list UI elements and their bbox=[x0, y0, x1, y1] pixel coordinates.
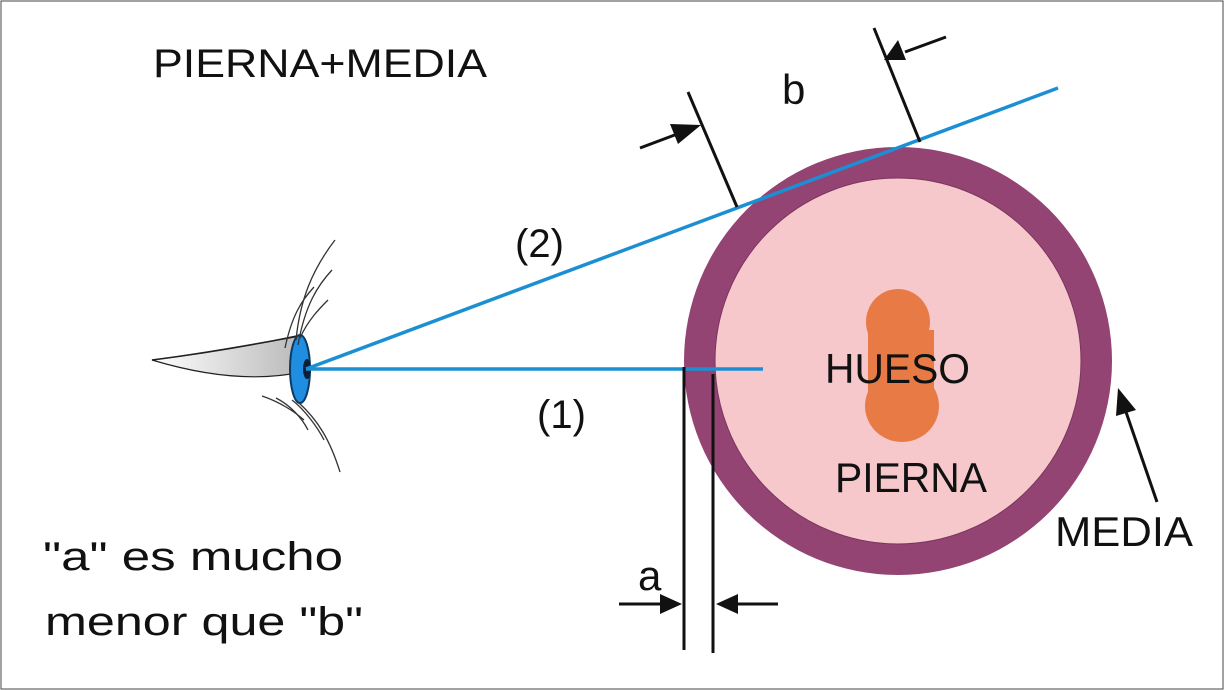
label-b: b bbox=[782, 66, 805, 113]
dimension-b-line-left bbox=[686, 91, 739, 208]
lower-eyelashes bbox=[261, 395, 341, 473]
media-pointer-arrow bbox=[1116, 388, 1159, 503]
arrow-a-left bbox=[619, 594, 682, 614]
note-line-2: menor que "b" bbox=[45, 600, 363, 644]
label-ray-1: (1) bbox=[537, 393, 586, 437]
bone-shape bbox=[865, 289, 939, 442]
dimension-a bbox=[619, 367, 778, 653]
arrow-b-right bbox=[884, 35, 947, 60]
sight-line-2 bbox=[305, 86, 1059, 371]
dimension-b-line-right bbox=[872, 27, 922, 143]
upper-eyelashes bbox=[284, 239, 336, 349]
leg-cross-section bbox=[684, 147, 1112, 575]
label-pierna: PIERNA bbox=[835, 454, 987, 501]
arrow-a-right bbox=[716, 594, 778, 614]
sight-lines bbox=[305, 86, 1059, 371]
diagram-title: PIERNA+MEDIA bbox=[153, 42, 487, 86]
label-hueso: HUESO bbox=[825, 345, 970, 392]
note-line-1: "a" es mucho bbox=[43, 535, 343, 579]
eye bbox=[151, 239, 341, 473]
arrow-b-left bbox=[639, 124, 701, 150]
label-a: a bbox=[638, 552, 662, 599]
label-ray-2: (2) bbox=[515, 222, 564, 266]
dimension-b bbox=[639, 27, 947, 208]
label-media: MEDIA bbox=[1055, 508, 1193, 555]
